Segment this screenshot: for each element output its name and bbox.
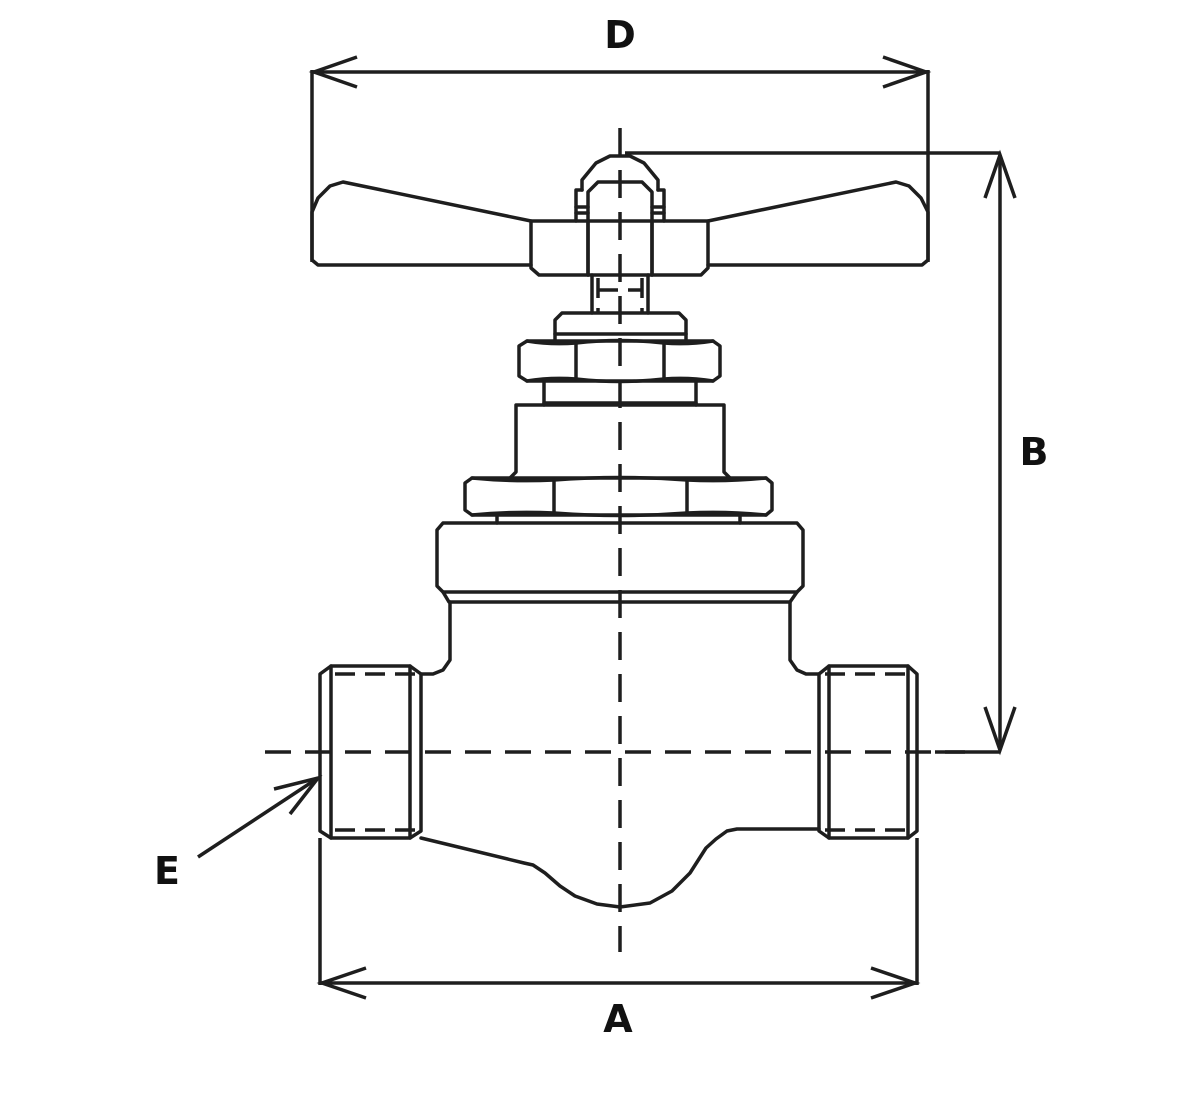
valve-body xyxy=(419,600,821,909)
dimension-a: A xyxy=(316,838,921,1041)
callout-e: E xyxy=(154,775,323,893)
dimension-label-a: A xyxy=(603,997,633,1041)
dimension-label-d: D xyxy=(604,13,636,57)
lower-hex-nut xyxy=(463,475,774,525)
dimension-label-b: B xyxy=(1020,430,1049,474)
center-lines xyxy=(265,128,965,952)
dimension-d: D xyxy=(308,13,932,262)
dimension-b: B xyxy=(625,149,1049,756)
callout-label-e: E xyxy=(154,849,180,893)
valve-stem xyxy=(590,273,650,315)
